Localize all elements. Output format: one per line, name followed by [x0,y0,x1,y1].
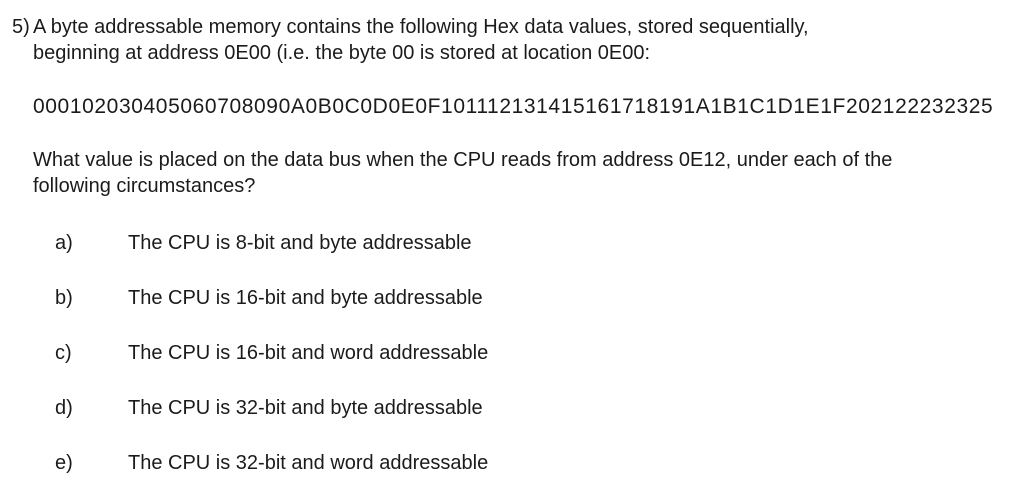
intro-paragraph: A byte addressable memory contains the f… [33,14,1006,66]
prompt-line-2: following circumstances? [33,175,256,197]
question-number: 5) [12,16,30,38]
subquestion-b: b) The CPU is 16-bit and byte addressabl… [33,285,1006,311]
subquestion-c: c) The CPU is 16-bit and word addressabl… [33,340,1006,366]
hex-data-string: 000102030405060708090A0B0C0D0E0F10111213… [33,95,994,118]
intro-line-1: A byte addressable memory contains the f… [33,16,809,38]
intro-line-2: beginning at address 0E00 (i.e. the byte… [33,42,651,64]
prompt-line-1: What value is placed on the data bus whe… [33,149,893,171]
question-body: A byte addressable memory contains the f… [33,14,1006,476]
subquestion-c-text: The CPU is 16-bit and word addressable [128,342,489,364]
subquestion-b-text: The CPU is 16-bit and byte addressable [128,287,483,309]
subquestion-c-label: c) [55,342,72,364]
subquestion-list: a) The CPU is 8-bit and byte addressable… [33,230,1006,476]
subquestion-e-text: The CPU is 32-bit and word addressable [128,452,489,474]
subquestion-a: a) The CPU is 8-bit and byte addressable [33,230,1006,256]
subquestion-d-text: The CPU is 32-bit and byte addressable [128,397,483,419]
subquestion-d-label: d) [55,397,73,419]
subquestion-a-label: a) [55,232,73,254]
subquestion-e-label: e) [55,452,73,474]
subquestion-d: d) The CPU is 32-bit and byte addressabl… [33,395,1006,421]
subquestion-a-text: The CPU is 8-bit and byte addressable [128,232,472,254]
prompt-paragraph: What value is placed on the data bus whe… [33,147,1006,199]
question-5: 5) A byte addressable memory contains th… [12,14,1006,476]
subquestion-b-label: b) [55,287,73,309]
subquestion-e: e) The CPU is 32-bit and word addressabl… [33,450,1006,476]
